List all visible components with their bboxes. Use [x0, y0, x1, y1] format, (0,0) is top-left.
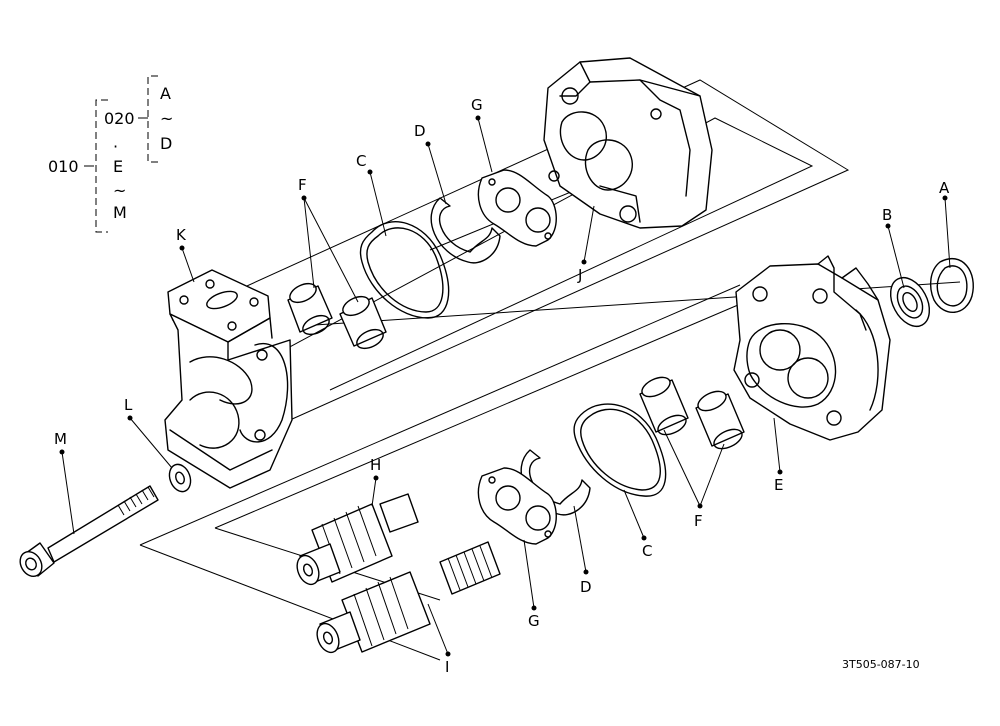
part-b-oil-seal	[889, 276, 931, 328]
part-h-driven-gear	[296, 493, 419, 586]
label-l: L	[124, 396, 133, 414]
label-j: J	[577, 266, 582, 284]
tree-sub-tilde: ~	[160, 109, 173, 128]
label-d-upper: D	[414, 122, 426, 140]
label-f-lower: F	[694, 512, 703, 530]
tree-root-number: 010	[48, 157, 79, 176]
part-l-washer	[168, 463, 192, 493]
label-a: A	[939, 179, 950, 197]
part-c-seal-upper	[359, 221, 450, 319]
part-labels: A B C C D D E F F G G H I J K L M	[54, 96, 950, 676]
label-c-upper: C	[356, 152, 366, 170]
tree-sub-from: A	[160, 84, 171, 103]
tree-from: E	[113, 157, 123, 176]
part-g-gasket-upper	[477, 169, 557, 247]
label-c-lower: C	[642, 542, 652, 560]
tree-sub-number: 020	[104, 109, 135, 128]
tree-to: M	[113, 203, 127, 222]
label-f-upper: F	[298, 176, 307, 194]
part-i-drive-shaft	[316, 541, 501, 654]
tree-dot: ·	[113, 137, 118, 156]
part-f-bushings-lower	[639, 376, 745, 450]
part-f-bushings-upper	[287, 282, 387, 350]
part-c-seal-lower	[573, 403, 667, 497]
label-b: B	[882, 206, 892, 224]
part-e-front-cover	[733, 255, 891, 441]
label-e: E	[774, 476, 783, 494]
assembly-guide-lines	[139, 79, 961, 661]
tree-sub-to: D	[160, 134, 172, 153]
part-j-gear-housing	[543, 57, 713, 229]
part-k-pump-cover	[164, 269, 293, 489]
label-i: I	[445, 658, 449, 676]
label-m: M	[54, 430, 67, 448]
assembly-tree: 010 020 A ~ D · E ~ M	[48, 75, 173, 233]
label-g-upper: G	[471, 96, 483, 114]
part-a-snap-ring	[929, 257, 974, 313]
label-k: K	[176, 226, 187, 244]
drawing-code: 3T505-087-10	[842, 658, 920, 671]
tree-tilde: ~	[113, 181, 126, 200]
label-h: H	[370, 456, 381, 474]
part-g-gasket-lower	[477, 467, 557, 545]
leader-lines	[59, 115, 951, 657]
part-m-bolt	[19, 485, 159, 578]
part-d-backup-ring-upper	[430, 197, 501, 264]
label-d-lower: D	[580, 578, 592, 596]
label-g-lower: G	[528, 612, 540, 630]
